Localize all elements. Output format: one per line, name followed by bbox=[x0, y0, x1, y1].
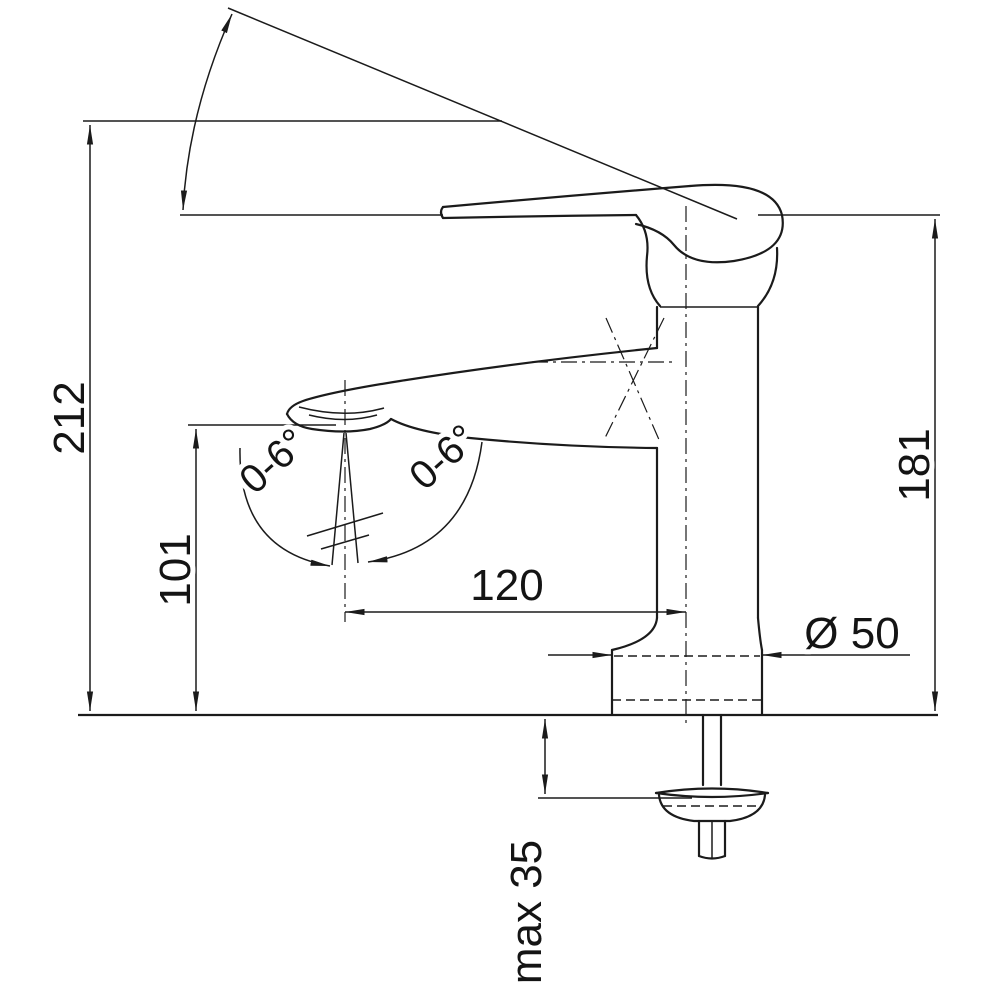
lever-swing-arc bbox=[180, 13, 233, 211]
faucet-cartridge-cap bbox=[634, 213, 779, 308]
dim-label-spout-reach: 120 bbox=[470, 561, 543, 610]
mounting-hardware bbox=[654, 713, 770, 860]
faucet-drawing bbox=[78, 183, 938, 860]
dim-label-spout-height: 101 bbox=[151, 533, 200, 606]
dim-label-body-height: 181 bbox=[890, 428, 939, 501]
dim-label-overall-height: 212 bbox=[45, 381, 94, 454]
dimension-overall-height: 212 bbox=[40, 120, 502, 711]
dimension-spout-reach: 120 bbox=[345, 556, 686, 616]
faucet-lever-handle bbox=[439, 183, 784, 264]
lever-swing-annotation bbox=[180, 7, 738, 220]
swivel-arc-left bbox=[239, 447, 331, 567]
faucet-spout bbox=[285, 346, 659, 450]
dim-label-deck-thickness: max 35 bbox=[502, 840, 551, 984]
spout-swivel-annotation: 0-6° 0-6° bbox=[226, 411, 490, 567]
dimension-spout-height: 101 bbox=[146, 424, 336, 711]
raised-lever-line bbox=[227, 7, 738, 220]
swivel-arc-right bbox=[367, 441, 483, 563]
faucet-body-column bbox=[610, 305, 764, 716]
dim-label-base-diameter: Ø 50 bbox=[804, 609, 899, 658]
dimension-body-height: 181 bbox=[180, 214, 944, 711]
water-stream bbox=[306, 432, 384, 566]
dimension-base-diameter: Ø 50 bbox=[548, 604, 910, 663]
dimension-deck-thickness: max 35 bbox=[497, 719, 692, 989]
centerlines bbox=[344, 206, 687, 724]
